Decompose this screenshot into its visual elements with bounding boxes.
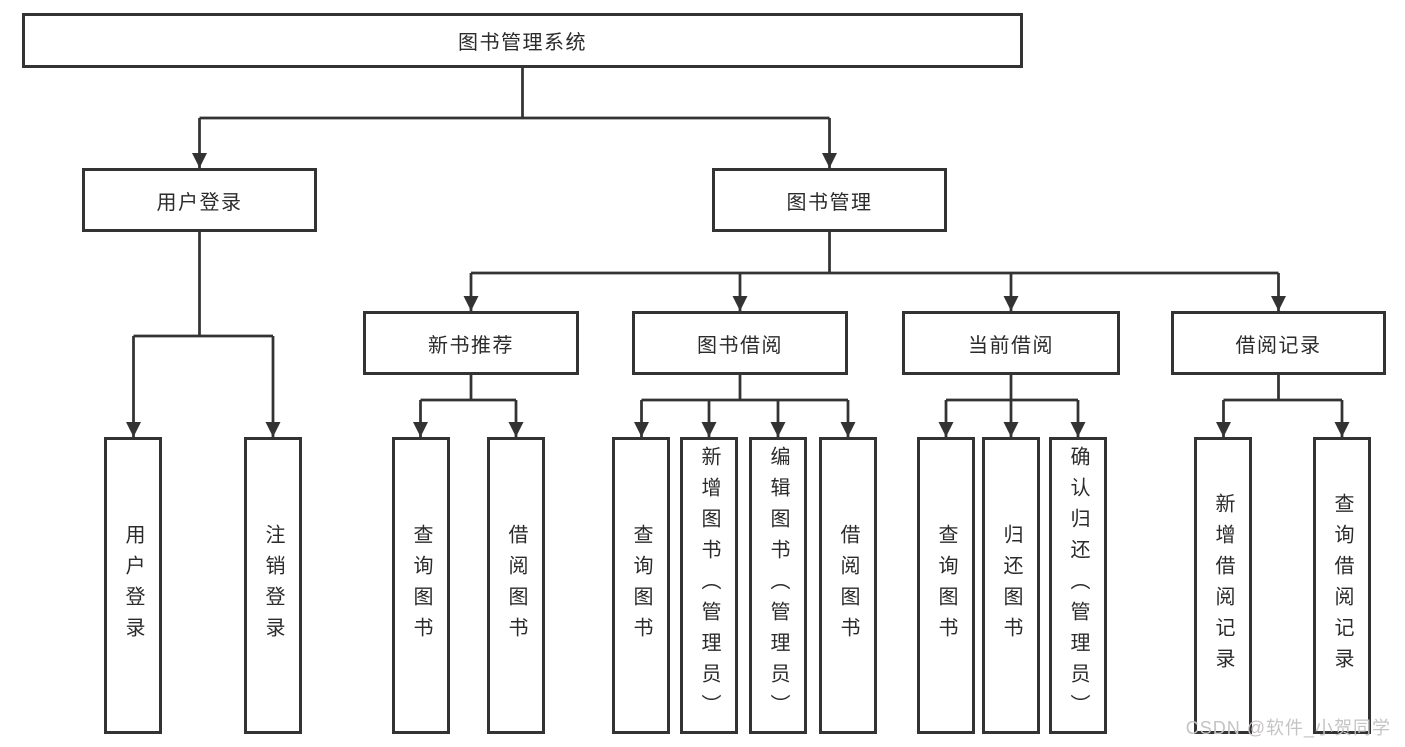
node-query-books-b: 查询图书 bbox=[612, 437, 670, 734]
node-return-books: 归还图书 bbox=[982, 437, 1040, 734]
node-borrow-books-a: 借阅图书 bbox=[487, 437, 545, 734]
node-query-books-c: 查询图书 bbox=[917, 437, 975, 734]
node-query-borrow-record: 查询借阅记录 bbox=[1313, 437, 1371, 734]
node-user-login-item: 用户登录 bbox=[104, 437, 162, 734]
csdn-watermark: CSDN @软件_小贺同学 bbox=[1185, 718, 1391, 738]
node-book-management: 图书管理 bbox=[712, 168, 947, 232]
node-query-books-a: 查询图书 bbox=[392, 437, 450, 734]
node-user-login: 用户登录 bbox=[82, 168, 317, 232]
node-add-borrow-record: 新增借阅记录 bbox=[1194, 437, 1252, 734]
node-edit-books-admin: 编辑图书（管理员） bbox=[749, 437, 807, 734]
node-logout-item: 注销登录 bbox=[244, 437, 302, 734]
node-book-borrow: 图书借阅 bbox=[632, 311, 848, 375]
node-library-system: 图书管理系统 bbox=[22, 13, 1023, 68]
node-borrow-records: 借阅记录 bbox=[1171, 311, 1386, 375]
node-add-books-admin: 新增图书（管理员） bbox=[680, 437, 738, 734]
node-confirm-return-admin: 确认归还（管理员） bbox=[1049, 437, 1107, 734]
node-borrow-books-b: 借阅图书 bbox=[819, 437, 877, 734]
node-new-book-recommend: 新书推荐 bbox=[363, 311, 579, 375]
node-current-borrow: 当前借阅 bbox=[902, 311, 1120, 375]
